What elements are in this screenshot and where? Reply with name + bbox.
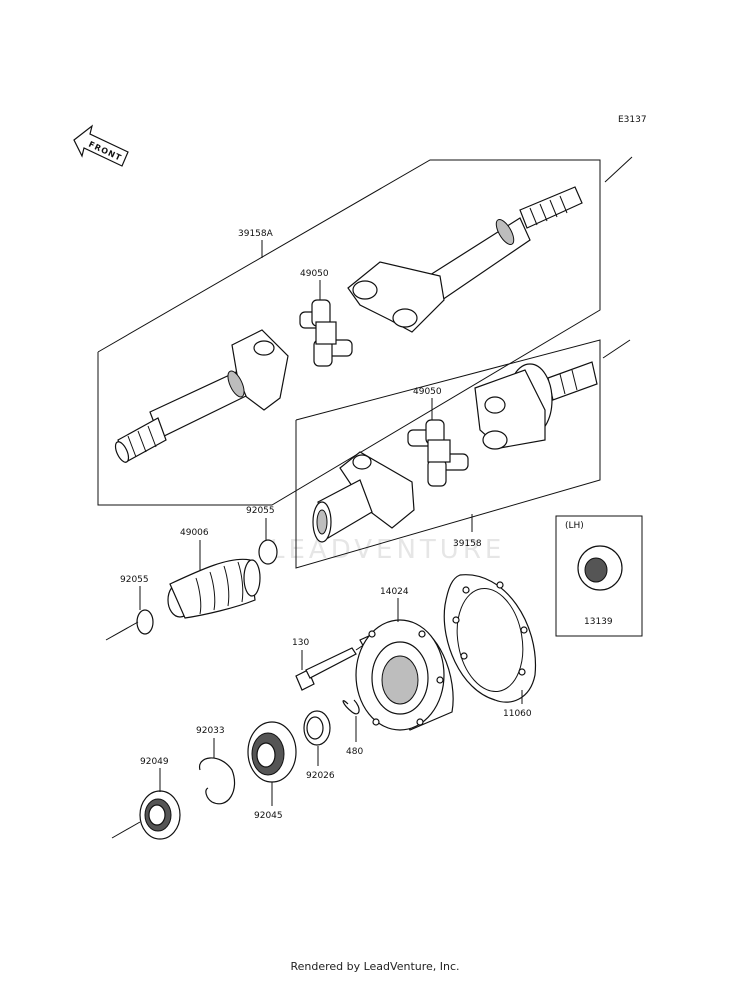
part-label-49050-lower: 49050	[413, 387, 442, 397]
part-label-39158: 39158	[453, 539, 482, 549]
part-label-13139: 13139	[584, 617, 613, 627]
part-label-92033: 92033	[196, 726, 225, 736]
part-label-92026: 92026	[306, 771, 335, 781]
part-label-92049: 92049	[140, 757, 169, 767]
part-label-14024: 14024	[380, 587, 409, 597]
rubber-boot	[167, 558, 261, 619]
spacer-ring	[303, 710, 331, 746]
clamp-ring-lower	[136, 609, 154, 635]
bearing-housing	[355, 619, 454, 731]
part-label-92055-upper: 92055	[246, 506, 275, 516]
part-label-480: 480	[346, 747, 363, 757]
front-arrow-icon: FRONT	[73, 124, 129, 167]
part-label-130: 130	[292, 638, 309, 648]
part-label-92045: 92045	[254, 811, 283, 821]
drive-shaft-inner-half	[114, 329, 289, 463]
oil-seal	[111, 790, 181, 840]
part-label-49050-upper: 49050	[300, 269, 329, 279]
flange-yoke	[474, 361, 598, 450]
lh-tag: (LH)	[565, 521, 584, 531]
footer-credit: Rendered by LeadVenture, Inc.	[290, 960, 460, 973]
slip-yoke	[312, 451, 415, 543]
part-label-11060: 11060	[503, 709, 532, 719]
part-label-92055-lower: 92055	[120, 575, 149, 585]
drive-shaft-outer-half	[347, 186, 583, 333]
watermark: LEADVENTURE	[270, 535, 505, 565]
shaft-assembly-39158a-box	[97, 156, 633, 506]
universal-joint-cross-upper	[299, 299, 353, 367]
gasket	[443, 574, 537, 703]
snap-ring	[199, 757, 236, 805]
universal-joint-cross-lower	[407, 419, 469, 487]
clamp-ring-upper	[258, 539, 278, 565]
ball-bearing	[247, 721, 297, 783]
shaft-assembly-39158-box	[295, 339, 631, 569]
part-label-49006: 49006	[180, 528, 209, 538]
circlip	[342, 699, 360, 715]
part-label-39158a: 39158A	[238, 229, 274, 239]
diagram-code: E3137	[618, 115, 647, 125]
lh-inset-box	[555, 515, 643, 637]
